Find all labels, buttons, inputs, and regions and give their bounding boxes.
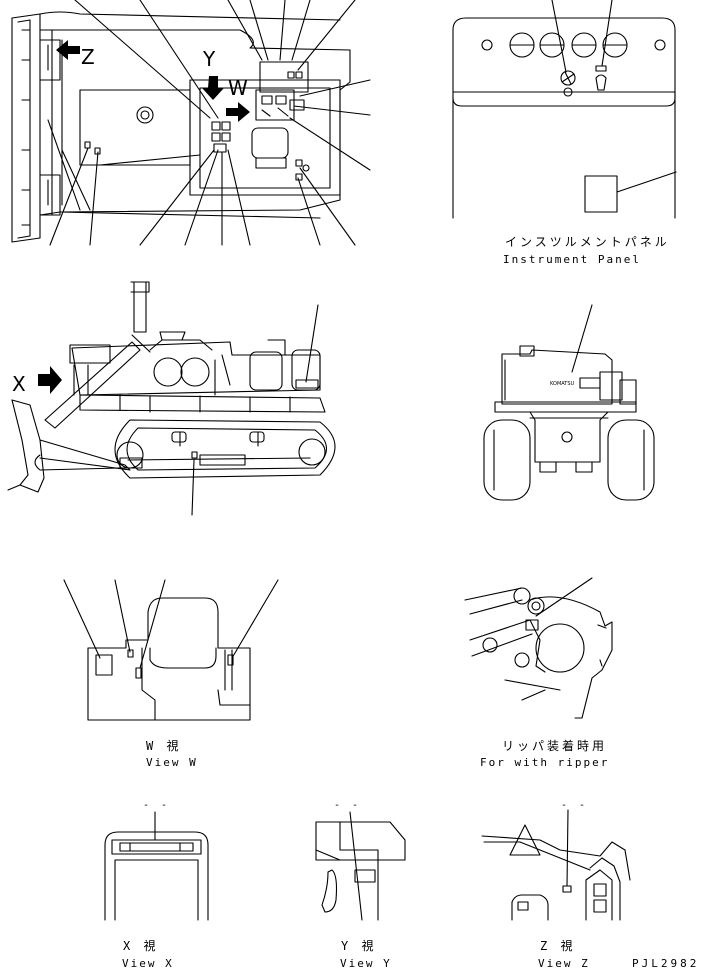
side-view-drawing: [7, 281, 336, 516]
instrument-panel-drawing: [452, 0, 677, 219]
view-z-drawing: [481, 809, 631, 921]
instrument-panel-caption-en: Instrument Panel: [503, 253, 641, 266]
label-z: Z: [81, 45, 95, 69]
ripper-caption-jp: リッパ装着時用: [502, 738, 607, 753]
view-z-caption-en: View Z: [538, 957, 590, 969]
rear-brand-logo: KOMATSU: [550, 381, 575, 387]
view-x-caption-en: View X: [122, 957, 174, 969]
ripper-view-drawing: [464, 577, 613, 719]
arrow-x-icon: [38, 366, 62, 394]
view-w-drawing: [63, 579, 279, 721]
drawing-code: PJL2982: [632, 957, 699, 969]
view-y-caption-jp: Y 視: [341, 938, 376, 953]
view-y-caption-en: View Y: [340, 957, 392, 969]
view-w-caption-jp: W 視: [146, 738, 181, 753]
view-x-caption-jp: X 視: [123, 938, 158, 953]
view-x-mark: - -: [143, 800, 170, 811]
arrow-w-icon: [226, 102, 250, 122]
label-w: W: [228, 76, 248, 100]
rear-view-drawing: [483, 304, 655, 501]
view-x-drawing: [104, 811, 209, 921]
ripper-caption-en: For with ripper: [480, 756, 609, 769]
arrow-y-icon: [202, 76, 224, 100]
view-y-drawing: [315, 811, 406, 921]
top-view-drawing: [11, 0, 371, 246]
arrow-z-icon: [56, 40, 80, 60]
view-w-caption-en: View W: [146, 756, 198, 769]
top-view-arrows: [56, 40, 250, 122]
instrument-panel-caption-jp: インスツルメントパネル: [505, 235, 670, 249]
view-y-mark: - -: [334, 800, 361, 811]
label-y: Y: [202, 47, 216, 71]
label-x: X: [12, 372, 26, 396]
view-z-caption-jp: Z 視: [540, 938, 575, 953]
view-z-mark: - -: [561, 800, 588, 811]
